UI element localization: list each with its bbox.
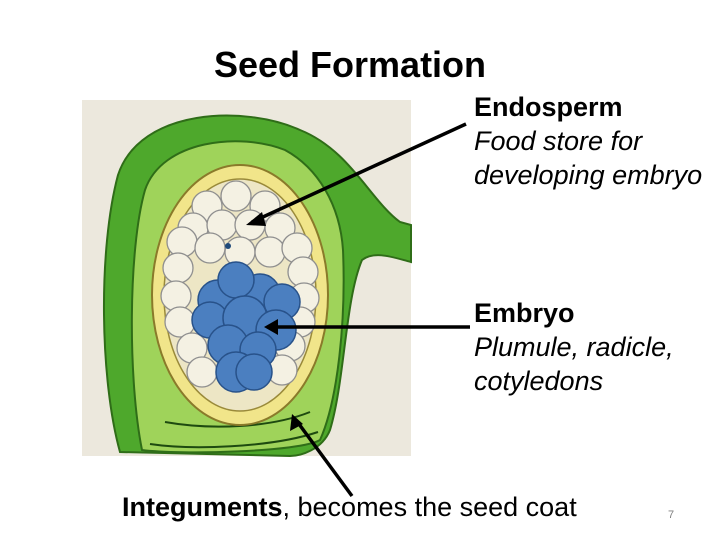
integuments-label: Integuments, becomes the seed coat: [122, 492, 577, 523]
integument-slit-1: [149, 431, 319, 449]
embryo-heading: Embryo: [474, 298, 575, 328]
endosperm-cells: [160, 180, 320, 388]
embryo-arrowhead: [264, 319, 278, 335]
integuments-description: , becomes the seed coat: [282, 492, 577, 522]
integuments-heading: Integuments: [122, 492, 283, 522]
embryo-cells: [191, 261, 301, 393]
embryo-label: Embryo Plumule, radicle, cotyledons: [474, 296, 714, 398]
embryo-description: Plumule, radicle, cotyledons: [474, 332, 674, 396]
integuments-arrowhead: [290, 414, 303, 431]
endosperm-pointer: [251, 122, 467, 224]
endosperm-description: Food store for developing embryo: [474, 126, 703, 190]
slide-title: Seed Formation: [214, 44, 487, 85]
endosperm-heading: Endosperm: [474, 92, 623, 122]
endosperm-label: Endosperm Food store for developing embr…: [474, 90, 714, 192]
integuments-pointer: [294, 418, 354, 498]
small-dot: [225, 243, 231, 249]
endosperm-arrowhead: [246, 212, 266, 226]
slide-number: 7: [668, 509, 675, 521]
